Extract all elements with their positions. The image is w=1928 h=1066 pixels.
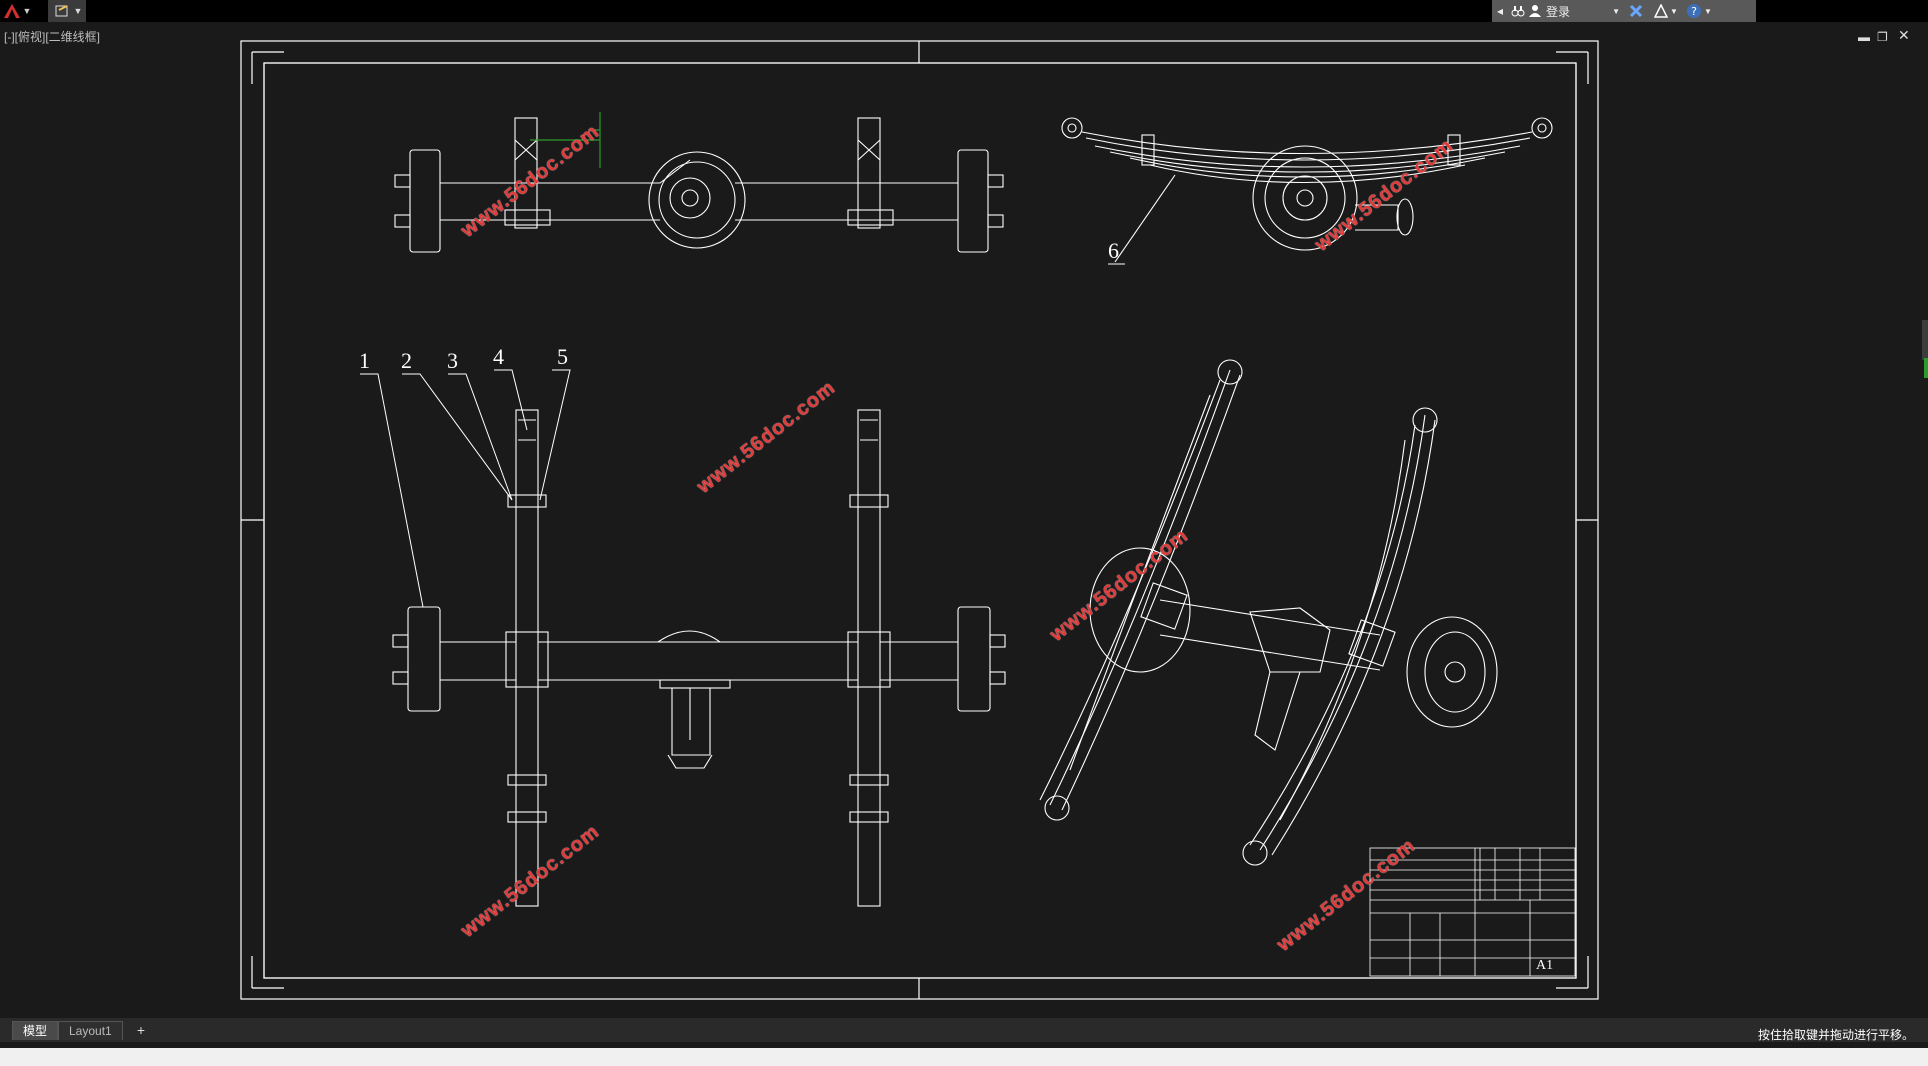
balloon-3: 3 xyxy=(447,348,458,373)
dropdown-arrow-icon: ▼ xyxy=(73,6,83,16)
sign-in-button[interactable]: 登录 ▼ xyxy=(1528,0,1624,22)
dropdown-arrow-icon: ▼ xyxy=(1612,6,1620,16)
scroll-accent xyxy=(1924,358,1928,378)
help-icon[interactable]: ? ▼ xyxy=(1684,0,1714,22)
dropdown-arrow-icon: ▼ xyxy=(22,6,32,16)
balloon-leaders xyxy=(360,369,571,608)
quick-access-tool-icon xyxy=(55,5,68,17)
leaf-spring-side-view xyxy=(1061,117,1553,265)
tab-layout1[interactable]: Layout1 xyxy=(58,1021,123,1040)
balloon-1: 1 xyxy=(359,348,370,373)
user-icon xyxy=(1529,5,1541,17)
autodesk-a360-icon[interactable]: ▼ xyxy=(1648,0,1684,22)
title-block xyxy=(1369,847,1576,977)
layout-tab-bar: 模型 Layout1 + xyxy=(0,1018,1928,1042)
minimize-icon[interactable]: ▬ xyxy=(1858,30,1870,44)
autocad-logo-icon xyxy=(3,4,20,18)
binoculars-icon[interactable] xyxy=(1508,0,1528,22)
close-icon[interactable]: ✕ xyxy=(1898,27,1910,43)
collapse-arrow-icon[interactable]: ◂ xyxy=(1496,4,1504,18)
dropdown-arrow-icon: ▼ xyxy=(1704,6,1712,16)
balloon-5: 5 xyxy=(557,344,568,369)
quick-access-dropdown[interactable]: ▼ xyxy=(70,0,86,22)
quick-access-tool-button[interactable] xyxy=(48,0,76,22)
restore-icon[interactable]: ❐ xyxy=(1877,30,1888,44)
infocenter-bar: ◂ 登录 ▼ ▼ ? ▼ xyxy=(1492,0,1756,22)
application-top-bar: ▼ ▼ ◂ 登录 ▼ ▼ ? ▼ xyxy=(0,0,1928,22)
green-dimension xyxy=(530,112,601,168)
sign-in-label: 登录 xyxy=(1546,4,1571,19)
sheet-size-label: A1 xyxy=(1536,958,1554,973)
svg-text:?: ? xyxy=(1691,5,1697,18)
tab-model[interactable]: 模型 xyxy=(12,1021,59,1040)
vertical-scroll-indicator[interactable] xyxy=(1922,320,1928,360)
balloon-4: 4 xyxy=(493,344,504,369)
viewport-controls-label[interactable]: [-][俯视][二维线框] xyxy=(4,30,101,44)
isometric-view xyxy=(1039,359,1498,866)
balloon-2: 2 xyxy=(401,348,412,373)
status-message: 按住拾取键并拖动进行平移。 xyxy=(1757,1028,1914,1042)
window-bottom-strip xyxy=(0,1048,1928,1066)
balloon-6: 6 xyxy=(1108,238,1119,263)
axle-plan-view xyxy=(392,409,1006,907)
exchange-apps-icon[interactable] xyxy=(1624,0,1648,22)
add-layout-button[interactable]: + xyxy=(136,1022,146,1038)
dropdown-arrow-icon: ▼ xyxy=(1670,6,1678,16)
axle-front-view xyxy=(394,117,1004,253)
application-menu-button[interactable]: ▼ xyxy=(0,0,34,22)
